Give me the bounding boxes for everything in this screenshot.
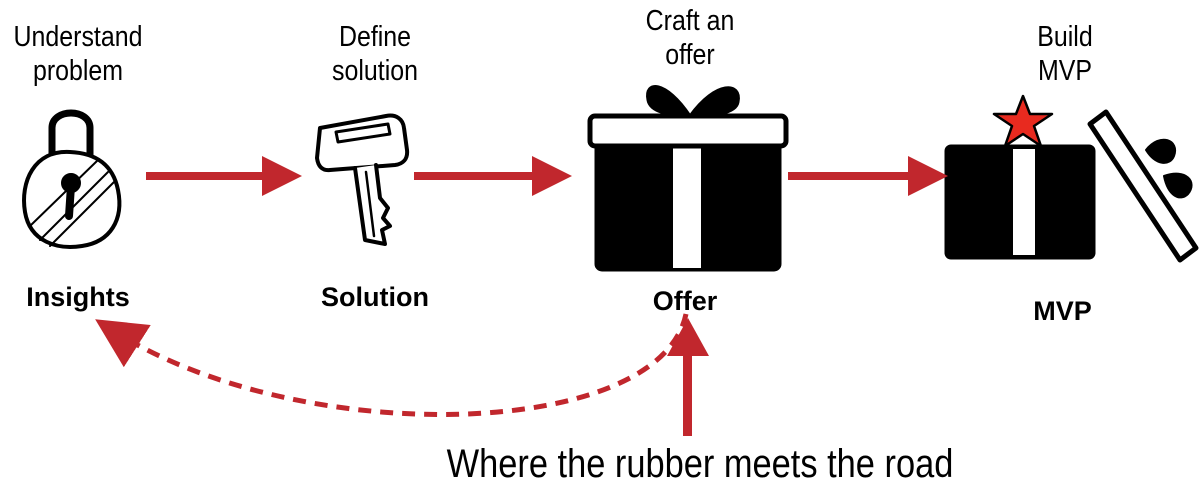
feedback-arrow bbox=[95, 313, 689, 417]
stage-title-build-mvp: Build MVP bbox=[1037, 21, 1093, 87]
arrow-up-to-offer bbox=[667, 318, 709, 436]
star-icon bbox=[992, 94, 1054, 148]
gift-box-icon bbox=[587, 85, 789, 272]
arrow-offer-to-mvp bbox=[788, 156, 948, 196]
caption: Where the rubber meets the road bbox=[446, 442, 954, 486]
open-gift-box-icon bbox=[944, 109, 1199, 263]
stage-label-insights: Insights bbox=[26, 282, 130, 312]
arrow-insights-to-solution bbox=[146, 156, 302, 196]
stage-label-mvp: MVP bbox=[1033, 296, 1092, 326]
arrow-solution-to-offer bbox=[414, 156, 572, 196]
padlock-icon bbox=[22, 109, 122, 249]
stage-label-offer: Offer bbox=[652, 286, 718, 316]
stage-title-define-solution: Define solution bbox=[332, 21, 418, 87]
key-icon bbox=[315, 113, 410, 246]
stage-title-understand-problem: Understand problem bbox=[13, 21, 143, 87]
stage-title-craft-offer: Craft an offer bbox=[645, 5, 735, 71]
stage-label-solution: Solution bbox=[321, 282, 429, 312]
